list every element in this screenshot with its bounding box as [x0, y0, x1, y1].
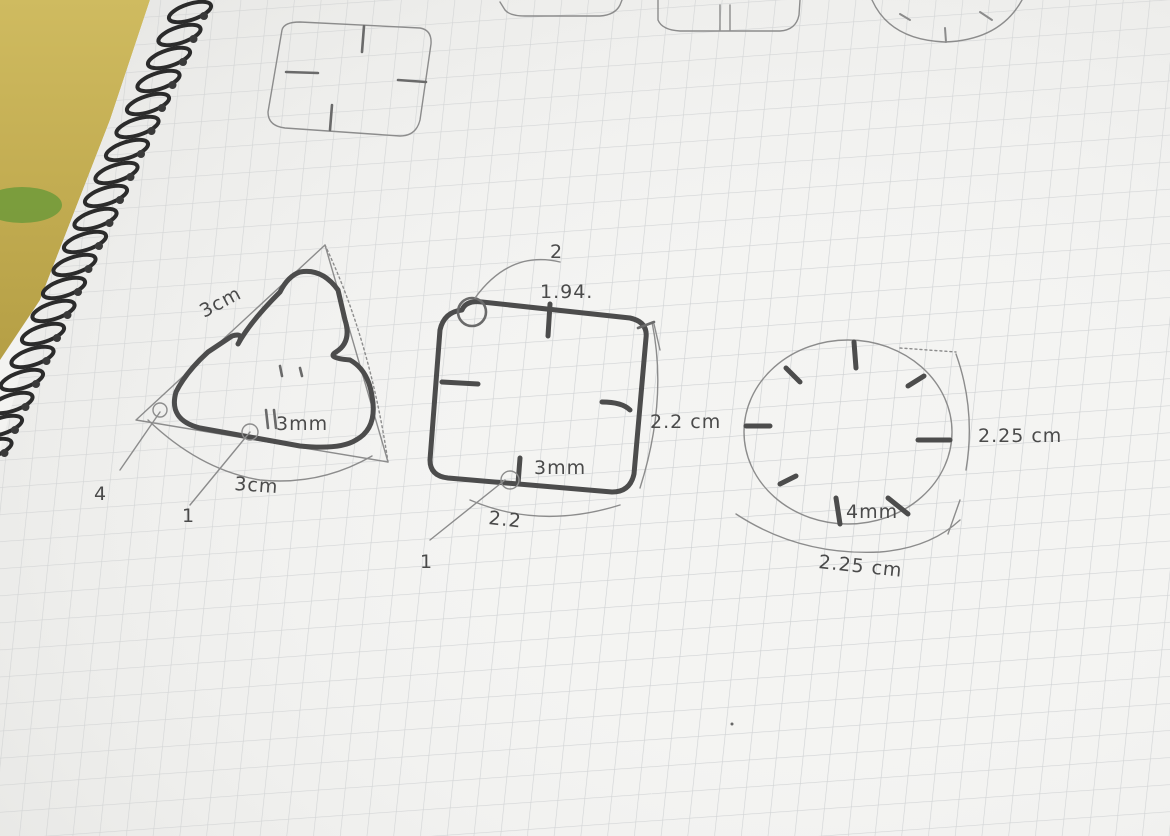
spiral-ring [0, 390, 35, 416]
binding-hole [95, 242, 103, 250]
spiral-ring [40, 275, 88, 301]
binding-hole [74, 288, 82, 296]
pencil-dot [730, 722, 734, 726]
spiral-ring [114, 114, 161, 140]
triangle-base-label: 3cm [234, 473, 279, 498]
binding-hole [105, 219, 114, 227]
spiral-binding [0, 0, 214, 462]
spiral-ring [93, 160, 140, 186]
square-base-label: 2.2 [487, 507, 522, 532]
spiral-ring [51, 252, 98, 278]
square-notch-label: 3mm [534, 457, 586, 479]
binding-hole [158, 104, 166, 112]
spiral-ring [156, 22, 203, 48]
spiral-ring [72, 206, 119, 232]
triangle-notch-label: 3mm [276, 413, 328, 435]
spiral-ring [124, 91, 172, 117]
spiral-ring [135, 68, 182, 94]
leaf [0, 187, 62, 223]
spiral-ring [0, 367, 46, 393]
sketch-top-row [499, 0, 1023, 43]
sketch-plus-square [267, 21, 432, 137]
square-corner-2-label: 2 [550, 241, 563, 263]
binding-hole [42, 357, 51, 365]
binding-hole [168, 81, 177, 89]
binding-hole [53, 334, 61, 342]
spiral-ring [103, 137, 151, 163]
spiral-ring [145, 45, 193, 71]
binding-hole [116, 196, 124, 204]
binding-hole [126, 173, 135, 181]
square-top-width-label: 1.94. [540, 281, 593, 303]
spiral-ring [166, 0, 214, 25]
binding-hole [84, 265, 93, 273]
binding-hole [147, 127, 156, 135]
annotation-square: 2 1.94. 3mm 2.2 cm 2.2 1 [420, 241, 721, 573]
binding-hole [0, 449, 9, 457]
binding-hole [21, 403, 30, 411]
binding-hole [137, 150, 145, 158]
spiral-ring [61, 229, 109, 255]
binding-hole [179, 58, 187, 66]
binding-hole [63, 311, 72, 319]
triangle-corner-1-label: 1 [182, 505, 195, 527]
spiral-ring [19, 321, 67, 347]
triangle-corner-4-label: 4 [94, 483, 107, 505]
spiral-ring [0, 413, 25, 439]
square-corner-1-label: 1 [420, 551, 433, 573]
binding-hole [32, 380, 40, 388]
desk-background [0, 0, 150, 360]
binding-hole [189, 35, 198, 43]
square-side-label: 2.2 cm [650, 411, 721, 433]
circle-notch-label: 4mm [846, 501, 898, 523]
binding-hole [200, 12, 208, 20]
sketch-notched-triangle [119, 244, 389, 506]
spiral-ring [9, 344, 56, 370]
spiral-ring [82, 183, 130, 209]
binding-hole [11, 426, 19, 434]
spiral-ring [30, 298, 77, 324]
annotation-circle: 4mm 2.25 cm 2.25 cm [817, 425, 1062, 582]
sketch-notched-square [427, 258, 661, 541]
spiral-ring [0, 436, 14, 462]
sketch-notched-circle [735, 339, 971, 554]
circle-side-diameter-label: 2.25 cm [978, 425, 1062, 447]
